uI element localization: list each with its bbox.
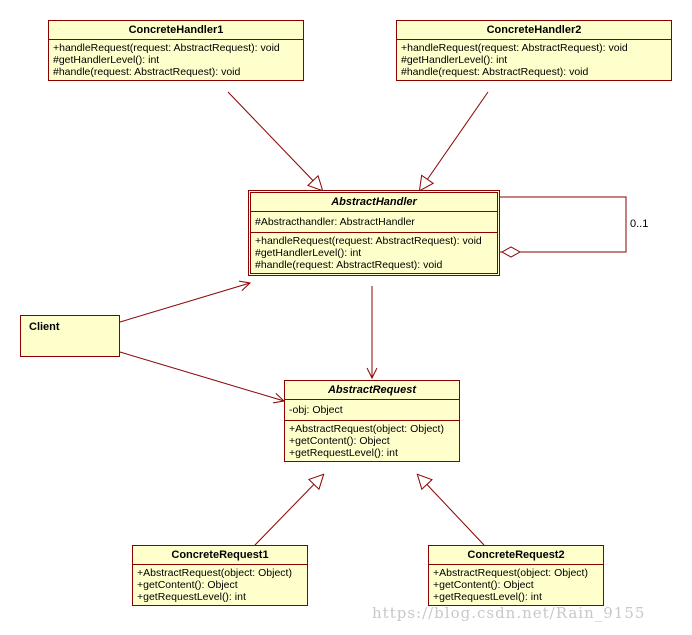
class-concrete-handler-2[interactable]: ConcreteHandler2 +handleRequest(request:… bbox=[396, 20, 672, 81]
class-name: ConcreteHandler1 bbox=[49, 21, 303, 40]
method: +getRequestLevel(): int bbox=[289, 447, 398, 459]
association-client-to-abstract-handler bbox=[119, 283, 250, 323]
class-name: AbstractHandler bbox=[251, 193, 497, 212]
method: #handle(request: AbstractRequest): void bbox=[255, 259, 443, 271]
method: +getContent(): Object bbox=[433, 579, 534, 591]
methods-section: +handleRequest(request: AbstractRequest)… bbox=[397, 40, 671, 80]
method: #getHandlerLevel(): int bbox=[255, 247, 362, 259]
method: +handleRequest(request: AbstractRequest)… bbox=[53, 42, 280, 54]
method: +getRequestLevel(): int bbox=[137, 591, 246, 603]
watermark-text: https://blog.csdn.net/Rain_9155 bbox=[372, 604, 646, 622]
method: +getContent(): Object bbox=[289, 435, 390, 447]
class-name: Client bbox=[29, 321, 60, 333]
generalization-cr2-to-abstract-request bbox=[418, 475, 485, 546]
class-concrete-request-1[interactable]: ConcreteRequest1 +AbstractRequest(object… bbox=[132, 545, 308, 606]
multiplicity-label: 0..1 bbox=[630, 218, 649, 230]
method: #handle(request: AbstractRequest): void bbox=[401, 66, 589, 78]
method: +AbstractRequest(object: Object) bbox=[289, 423, 444, 435]
association-client-to-abstract-request bbox=[119, 351, 284, 401]
class-concrete-handler-1[interactable]: ConcreteHandler1 +handleRequest(request:… bbox=[48, 20, 304, 81]
method: +AbstractRequest(object: Object) bbox=[137, 567, 292, 579]
methods-section: +AbstractRequest(object: Object) +getCon… bbox=[285, 421, 459, 461]
class-name: ConcreteHandler2 bbox=[397, 21, 671, 40]
method: +getContent(): Object bbox=[137, 579, 238, 591]
self-aggregation-abstract-handler bbox=[500, 196, 627, 253]
methods-section: +handleRequest(request: AbstractRequest)… bbox=[251, 233, 497, 273]
method: #getHandlerLevel(): int bbox=[401, 54, 508, 66]
class-name: AbstractRequest bbox=[285, 381, 459, 400]
method: #handle(request: AbstractRequest): void bbox=[53, 66, 241, 78]
method: +getRequestLevel(): int bbox=[433, 591, 542, 603]
class-name: ConcreteRequest1 bbox=[133, 546, 307, 565]
attribute: #Abstracthandler: AbstractHandler bbox=[255, 216, 415, 228]
attributes-section: -obj: Object bbox=[285, 400, 459, 421]
methods-section: +handleRequest(request: AbstractRequest)… bbox=[49, 40, 303, 80]
generalization-ch1-to-abstract-handler bbox=[227, 91, 322, 190]
class-abstract-request[interactable]: AbstractRequest -obj: Object +AbstractRe… bbox=[284, 380, 460, 462]
methods-section: +AbstractRequest(object: Object) +getCon… bbox=[429, 565, 603, 605]
class-client[interactable]: Client bbox=[20, 315, 120, 357]
method: +AbstractRequest(object: Object) bbox=[433, 567, 588, 579]
method: #getHandlerLevel(): int bbox=[53, 54, 160, 66]
methods-section: +AbstractRequest(object: Object) +getCon… bbox=[133, 565, 307, 605]
method: +handleRequest(request: AbstractRequest)… bbox=[401, 42, 628, 54]
attribute: -obj: Object bbox=[289, 404, 343, 416]
class-abstract-handler[interactable]: AbstractHandler #Abstracthandler: Abstra… bbox=[248, 190, 500, 276]
generalization-cr1-to-abstract-request bbox=[254, 475, 323, 546]
attributes-section: #Abstracthandler: AbstractHandler bbox=[251, 212, 497, 233]
generalization-ch2-to-abstract-handler bbox=[420, 91, 489, 190]
class-concrete-request-2[interactable]: ConcreteRequest2 +AbstractRequest(object… bbox=[428, 545, 604, 606]
class-name: ConcreteRequest2 bbox=[429, 546, 603, 565]
method: +handleRequest(request: AbstractRequest)… bbox=[255, 235, 482, 247]
